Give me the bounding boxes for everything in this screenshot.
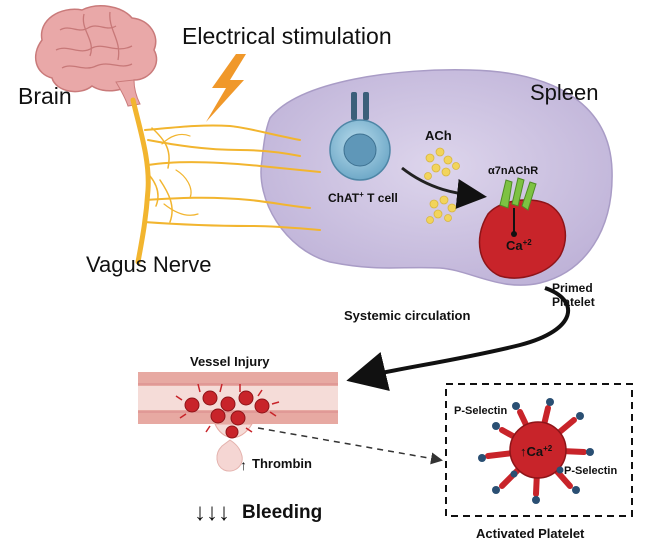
- activated-platelet-icon: [478, 398, 594, 504]
- p-selectin-right-label: P-Selectin: [564, 465, 617, 477]
- brain-label: Brain: [18, 83, 72, 109]
- ach-label: ACh: [425, 128, 452, 143]
- vessel-injury-label: Vessel Injury: [190, 354, 270, 369]
- primed-platelet-label-1: Primed: [552, 281, 593, 295]
- activated-platelet-label: Activated Platelet: [476, 526, 585, 541]
- activated-platelet-box: [445, 383, 633, 517]
- brain-icon: [34, 5, 158, 107]
- primed-platelet-icon: [478, 177, 567, 279]
- systemic-circulation-arrow: [346, 286, 571, 391]
- bleeding-arrows: ↓↓↓: [194, 499, 230, 526]
- vagus-nerve-label: Vagus Nerve: [86, 252, 212, 277]
- thrombin-arrow: ↑: [240, 457, 247, 473]
- activated-ca-label: ↑Ca+2: [520, 444, 553, 459]
- ach-arrow: [401, 166, 487, 209]
- vagus-nerve: [130, 97, 321, 265]
- receptor-label: α7nAChR: [488, 165, 538, 177]
- thrombin-bleed: [216, 439, 243, 472]
- bleeding-label: Bleeding: [242, 502, 322, 523]
- vessel: [138, 372, 338, 438]
- electrical-stimulation-label: Electrical stimulation: [182, 23, 392, 49]
- systemic-circulation-label: Systemic circulation: [344, 308, 470, 323]
- lightning-icon: [206, 54, 246, 122]
- chat-t-cell: [329, 92, 391, 181]
- chat-t-cell-label: ChAT+ T cell: [328, 190, 398, 205]
- ca-label: Ca+2: [506, 238, 532, 253]
- platelet-clot: [175, 383, 280, 439]
- ach-vesicles: [424, 147, 460, 224]
- spleen-label: Spleen: [530, 80, 599, 105]
- thrombin-label: Thrombin: [252, 456, 312, 471]
- p-selectin-left-label: P-Selectin: [454, 405, 507, 417]
- activation-arrow: [257, 427, 443, 465]
- primed-platelet-label-2: Platelet: [552, 295, 595, 309]
